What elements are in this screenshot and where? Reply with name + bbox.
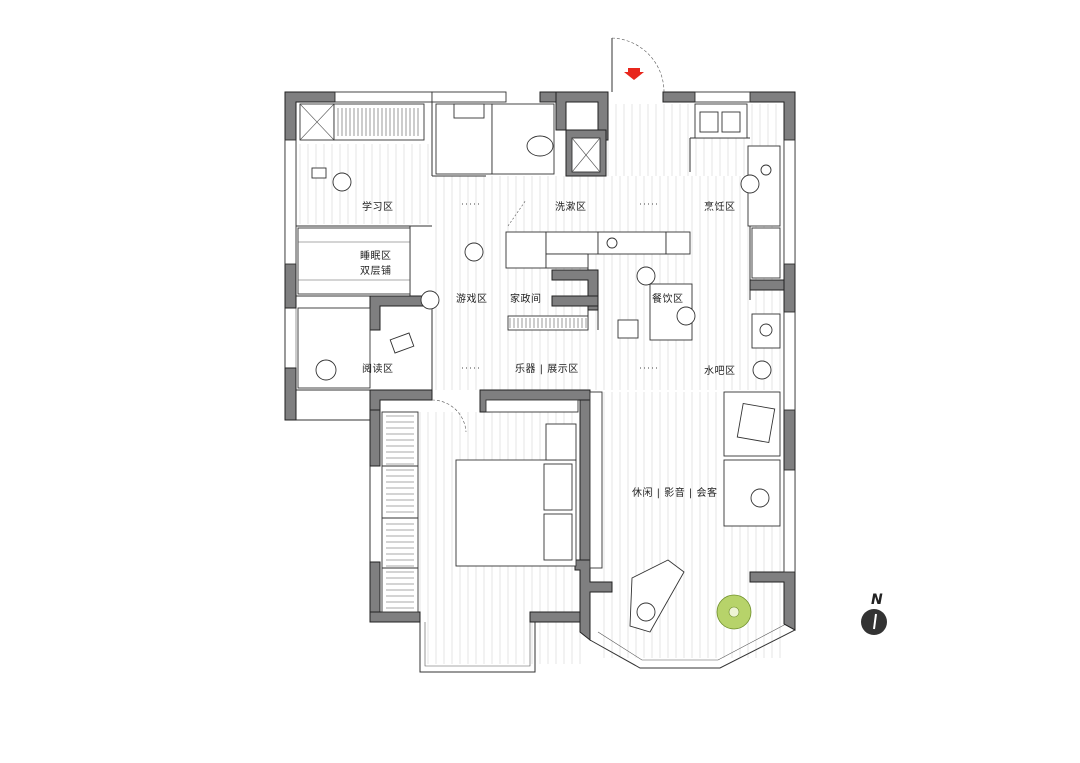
compass: N xyxy=(861,592,887,635)
windows xyxy=(284,91,796,573)
label-housekeeping: 家政间 xyxy=(510,292,542,305)
living-furniture xyxy=(589,360,781,633)
reading-nook xyxy=(297,307,415,389)
bunk-bed xyxy=(297,199,527,310)
bookshelf xyxy=(337,108,419,136)
central-counters xyxy=(505,231,691,339)
zone-dividers xyxy=(462,203,660,369)
bathroom-fixtures xyxy=(435,103,601,175)
piano xyxy=(509,318,587,328)
dining-table xyxy=(636,266,696,341)
label-bunk: 双层铺 xyxy=(360,264,392,277)
entry-arrow-icon xyxy=(624,68,644,80)
entrance-door xyxy=(611,37,665,93)
kitchen-fixtures xyxy=(694,103,781,349)
label-wash: 洗漱区 xyxy=(555,201,587,213)
label-cooking: 烹饪区 xyxy=(704,200,736,213)
bedroom-furniture xyxy=(381,399,579,613)
label-sleeping: 睡眠区 xyxy=(360,249,392,262)
wardrobe xyxy=(382,415,418,609)
compass-north-label: N xyxy=(871,592,883,608)
room-labels: 学习区 洗漱区 烹饪区 睡眠区 双层铺 游戏区 家政间 餐饮区 阅读区 乐器 |… xyxy=(360,200,736,499)
plant-icon xyxy=(716,594,752,630)
label-dining: 餐饮区 xyxy=(652,292,684,305)
label-study: 学习区 xyxy=(362,200,394,213)
label-play: 游戏区 xyxy=(456,292,488,305)
label-reading: 阅读区 xyxy=(362,362,394,375)
label-leisure: 休闲 | 影音 | 会客 xyxy=(632,486,717,499)
label-music-display: 乐器 | 展示区 xyxy=(515,363,579,375)
study-furniture xyxy=(299,103,425,192)
label-water-bar: 水吧区 xyxy=(704,365,736,377)
